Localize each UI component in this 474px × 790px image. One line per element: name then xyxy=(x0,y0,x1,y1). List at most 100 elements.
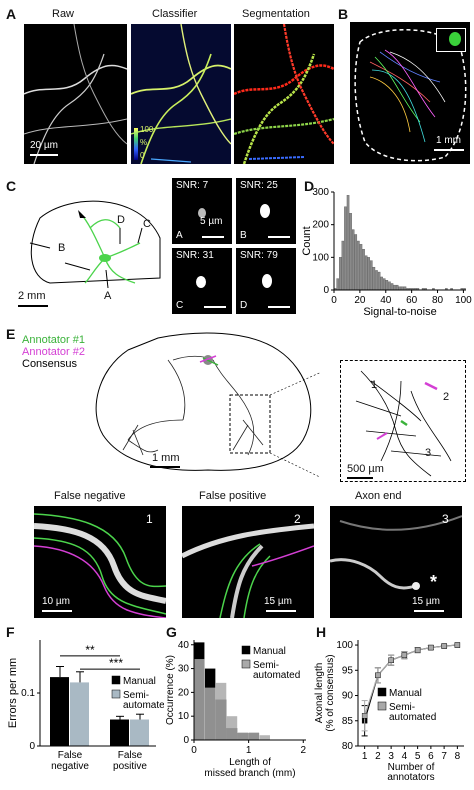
y-axis-label: Occurrence (%) xyxy=(165,655,176,725)
panel-e-scale-label: 1 mm xyxy=(152,452,180,464)
zoom-mark-1: 1 xyxy=(371,379,378,391)
y-tick-label: 300 xyxy=(312,187,329,198)
x-axis-label-0: Length of xyxy=(229,757,271,768)
y-tick-label: 100 xyxy=(336,640,353,651)
data-point-1-3 xyxy=(401,652,408,658)
data-point-1-7 xyxy=(454,642,461,648)
snr-corner-d: D xyxy=(240,300,248,311)
x-tick-label: 4 xyxy=(402,751,408,762)
y-axis-label: Errors per mm xyxy=(7,658,19,728)
histogram-bar xyxy=(380,276,383,291)
snr-label-a: SNR: 7 xyxy=(176,180,209,191)
snr-label-c: SNR: 31 xyxy=(176,250,214,261)
histogram-bar xyxy=(359,244,363,291)
snr-scale-bar xyxy=(202,236,224,238)
x-tick-label: 6 xyxy=(428,751,434,762)
panel-a-title-classifier: Classifier xyxy=(152,8,198,20)
x-tick-label: 7 xyxy=(441,751,447,762)
legend-label-1-0: Semi- xyxy=(123,690,149,701)
crop-title-1: False negative xyxy=(54,490,126,502)
histogram-bar xyxy=(383,278,386,291)
brain-label-c: C xyxy=(143,218,151,230)
crop-scale-1: 10 µm xyxy=(42,596,70,607)
panel-b-scale-label: 1 mm xyxy=(436,135,461,146)
colorbar-max: 100 xyxy=(140,125,154,134)
data-point-1-2 xyxy=(388,657,394,663)
x-axis-label-1: missed branch (mm) xyxy=(204,768,295,779)
legend-label-1-0: Semi- xyxy=(253,660,279,671)
y-tick-label: 0 xyxy=(29,741,35,752)
category-label-1-0: False xyxy=(118,750,143,761)
hist-bar-1-2 xyxy=(215,682,227,740)
panel-b-scale-bar xyxy=(434,149,464,151)
sig-label-2: *** xyxy=(109,656,123,670)
y-tick-label: 100 xyxy=(312,252,329,263)
y-tick-label: 10 xyxy=(178,711,190,722)
panel-h-letter: H xyxy=(316,624,327,640)
y-tick-label: 80 xyxy=(342,741,354,752)
crop-scale-2: 15 µm xyxy=(264,596,292,607)
x-tick-label: 60 xyxy=(406,295,418,306)
histogram-bar xyxy=(372,266,376,291)
y-tick-label: 90 xyxy=(342,691,354,702)
colorbar xyxy=(134,128,138,160)
snr-corner-a: A xyxy=(176,230,183,241)
panel-f-letter: F xyxy=(6,624,15,640)
classifier-image: 100 % 0 xyxy=(131,24,231,164)
x-axis-label-1: annotators xyxy=(387,772,434,783)
brain-label-d: D xyxy=(117,214,125,226)
y-tick-label: 95 xyxy=(342,665,354,676)
histogram-bar xyxy=(357,240,360,291)
legend-annotator-2: Annotator #2 xyxy=(22,346,85,358)
crop-num-2: 2 xyxy=(294,512,301,526)
x-tick-label: 0 xyxy=(191,745,197,756)
raw-image: 20 µm xyxy=(24,24,127,164)
snr-label-b: SNR: 25 xyxy=(240,180,278,191)
brain-sagittal-schematic xyxy=(29,200,161,289)
histogram-bar xyxy=(354,234,358,291)
coronal-brain-schematic xyxy=(95,332,320,478)
histogram-bar xyxy=(377,271,381,291)
panel-e-scale-bar xyxy=(150,466,180,468)
snr-inset-c: SNR: 31 C xyxy=(172,248,232,314)
crop-scalebar-1 xyxy=(42,610,72,612)
axon-end-mark: * xyxy=(430,572,438,592)
legend-label-1-0: Semi- xyxy=(389,702,415,713)
bar-0-1 xyxy=(110,719,129,746)
snr-scale-bar-b xyxy=(268,236,290,238)
brain-inset-icon xyxy=(436,28,466,52)
y-tick-label: 20 xyxy=(178,687,190,698)
histogram-bar xyxy=(364,255,368,291)
snr-inset-b: SNR: 25 B xyxy=(236,178,296,244)
panel-b-letter: B xyxy=(338,6,349,22)
category-label-1-1: positive xyxy=(113,761,147,772)
legend-label-0-0: Manual xyxy=(123,676,156,687)
hist-bar-1-0 xyxy=(194,659,205,740)
legend-label-0-0: Manual xyxy=(389,688,422,699)
zoom-inset: 1 2 3 500 µm xyxy=(340,360,466,482)
histogram-bar xyxy=(341,240,345,291)
legend-label-0-0: Manual xyxy=(253,646,286,657)
legend-label-1-1: automated xyxy=(123,700,164,711)
histogram-bar xyxy=(349,213,352,291)
y-tick-label: 40 xyxy=(178,640,190,651)
zoom-mark-2: 2 xyxy=(443,391,450,403)
y-axis-label-1: (% of consensus) xyxy=(325,654,336,731)
legend-swatch-1 xyxy=(241,659,251,669)
panel-g-letter: G xyxy=(166,624,177,640)
data-point-1-1 xyxy=(375,672,381,679)
data-point-1-0 xyxy=(361,713,368,719)
zoom-mark-3: 3 xyxy=(425,447,432,459)
data-point-1-5 xyxy=(428,644,434,651)
snr-label-d: SNR: 79 xyxy=(240,250,278,261)
legend-swatch-0 xyxy=(377,687,387,697)
legend-swatch-1 xyxy=(111,689,121,699)
y-axis-label: Count xyxy=(301,226,313,255)
crop-scalebar-2 xyxy=(266,610,296,612)
histogram-bar xyxy=(362,249,365,291)
legend-label-1-1: automated xyxy=(389,712,436,723)
legend-swatch-0 xyxy=(111,675,121,685)
